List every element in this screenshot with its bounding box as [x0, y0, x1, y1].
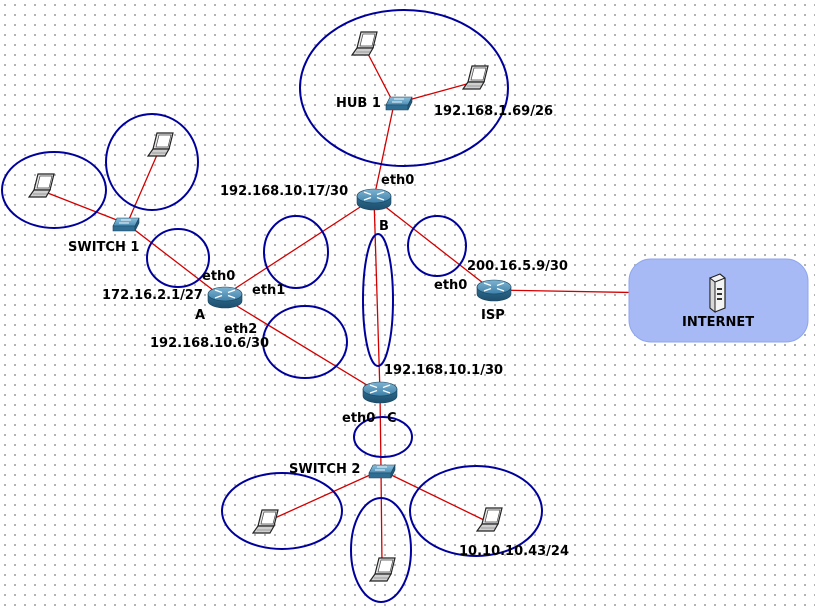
domain-switch1-laptop1: [1, 151, 107, 229]
domain-router-a-router-b: [263, 215, 329, 289]
router-b-ip-label: 192.168.10.17/30: [220, 184, 348, 199]
link-switch1-laptop1: [39, 189, 128, 225]
router-c-label: C: [387, 411, 397, 426]
router-b-eth0-label: eth0: [381, 173, 414, 188]
router-a-eth1-label: eth1: [252, 283, 285, 298]
switch2-label: SWITCH 2: [289, 462, 360, 477]
domain-switch2-laptop3: [409, 465, 543, 557]
isp-ip-label: 200.16.5.9/30: [467, 259, 568, 274]
switch2-host-ip-label: 10.10.10.43/24: [459, 544, 569, 559]
router-a-eth0-label: eth0: [202, 269, 235, 284]
link-switch2-laptop1: [265, 469, 382, 523]
link-hub1-laptop1: [365, 49, 395, 105]
laptop-icon[interactable]: [369, 557, 396, 582]
domain-switch2-laptop2: [350, 497, 412, 603]
link-router-a-router-c: [221, 296, 381, 394]
domain-router-c-switch2: [353, 416, 413, 458]
router-a-eth2-label: eth2: [224, 322, 257, 337]
domain-switch1-router-a: [146, 228, 210, 288]
devices: [28, 31, 726, 582]
link-router-c-switch2: [379, 392, 382, 471]
switch-icon[interactable]: [112, 217, 140, 232]
router-a-label: A: [195, 308, 205, 323]
isp-eth0-label: eth0: [434, 278, 467, 293]
laptop-icon[interactable]: [252, 509, 279, 534]
router-icon[interactable]: [356, 188, 392, 211]
domain-switch1-laptop2: [105, 113, 199, 211]
labels: HUB 1 192.168.1.69/26 eth0 192.168.10.17…: [68, 96, 754, 559]
hub-icon[interactable]: [385, 96, 413, 111]
router-b-label: B: [379, 219, 389, 234]
switch-icon[interactable]: [368, 464, 396, 479]
links: [39, 49, 717, 567]
router-icon[interactable]: [207, 286, 243, 309]
domain-hub1: [299, 9, 509, 167]
domain-router-b-isp: [407, 215, 467, 277]
link-switch1-router-a: [126, 223, 223, 298]
domain-router-a-router-c: [262, 305, 348, 379]
domain-router-b-router-c: [362, 233, 394, 367]
link-switch1-laptop2: [126, 147, 161, 225]
link-switch2-laptop3: [380, 469, 489, 523]
collision-domains: [1, 9, 543, 603]
laptop-icon[interactable]: [476, 507, 503, 532]
link-router-b-router-c: [373, 197, 381, 394]
internet-label: INTERNET: [682, 315, 754, 330]
domain-switch2-laptop1: [221, 472, 343, 550]
switch1-label: SWITCH 1: [68, 240, 139, 255]
laptop-icon[interactable]: [351, 31, 378, 56]
link-router-a-router-b: [221, 197, 375, 298]
router-icon[interactable]: [362, 381, 398, 404]
link-router-b-isp: [373, 197, 493, 291]
server-icon[interactable]: [709, 273, 726, 314]
laptop-icon[interactable]: [462, 65, 489, 90]
router-c-ip-label: 192.168.10.1/30: [384, 363, 503, 378]
isp-label: ISP: [481, 308, 505, 323]
link-hub1-router-b: [373, 103, 395, 199]
router-a-eth2-ip-label: 192.168.10.6/30: [150, 336, 269, 351]
hub1-label: HUB 1: [336, 96, 381, 111]
router-c-eth0-label: eth0: [342, 411, 375, 426]
router-icon[interactable]: [476, 279, 512, 302]
hub1-ip-label: 192.168.1.69/26: [434, 104, 553, 119]
laptop-icon[interactable]: [147, 132, 174, 157]
link-switch2-laptop2: [380, 469, 383, 567]
router-a-ip-label: 172.16.2.1/27: [102, 288, 203, 303]
